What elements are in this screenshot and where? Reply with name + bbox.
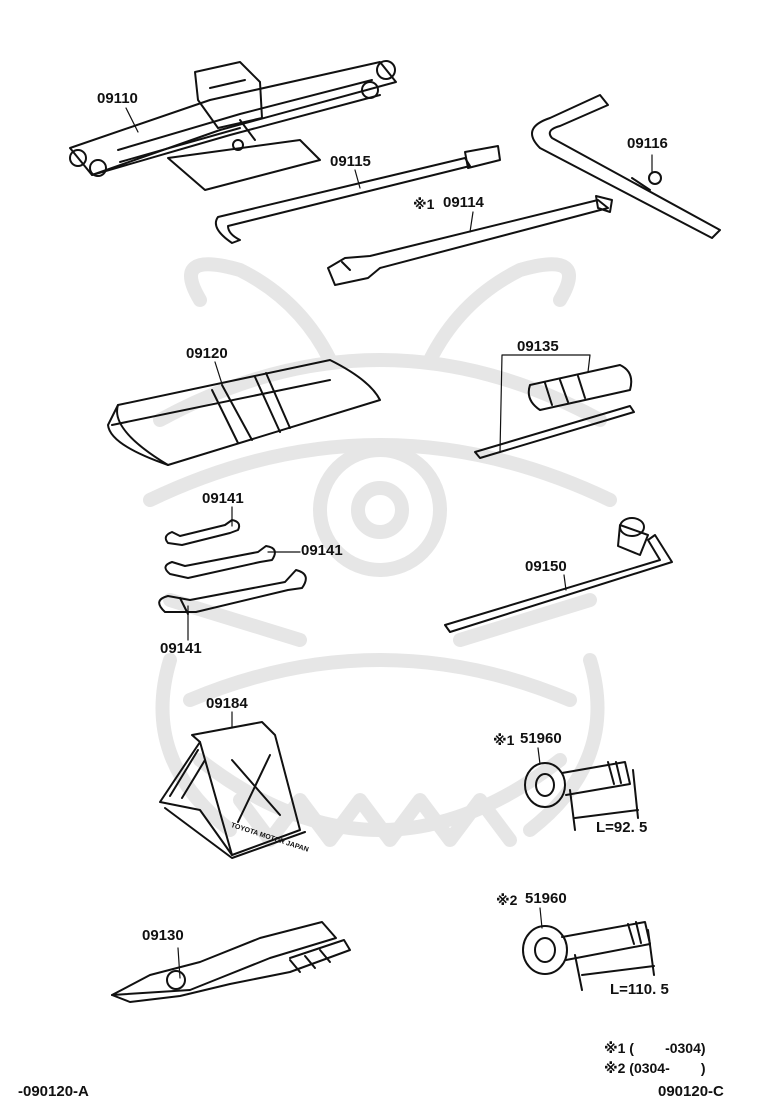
- part-number-wrench-b: 09141: [301, 542, 343, 559]
- part-number-screwdriver: 09135: [517, 338, 559, 355]
- part-number-wrench-a: 09141: [202, 490, 244, 507]
- note-marker-1: ※1: [413, 196, 435, 212]
- tow-hook-2-length: L=110. 5: [610, 981, 669, 998]
- figure-code-left: -090120-A: [18, 1083, 89, 1100]
- scissor-jack: [69, 60, 397, 191]
- pliers: [111, 921, 351, 1003]
- part-number-pliers: 09130: [142, 927, 184, 944]
- tow-hook-1: [524, 761, 639, 831]
- figure-code-right: 090120-C: [658, 1083, 724, 1100]
- part-number-tool-bag: 09120: [186, 345, 228, 362]
- part-number-wheel-chock: 09184: [206, 695, 248, 712]
- part-number-jack: 09110: [97, 90, 138, 107]
- part-number-tow-hook-2: 51960: [525, 890, 567, 907]
- footnote-2: ※2 (0304- ): [604, 1060, 706, 1076]
- part-number-wheel-nut-wrench: 09150: [525, 558, 567, 575]
- note-marker-tow-hook-2: ※2: [496, 892, 518, 908]
- open-end-wrenches: [158, 519, 307, 615]
- screwdriver: [474, 364, 635, 459]
- tool-bag: [107, 359, 381, 466]
- part-number-jack-handle: 09115: [330, 153, 371, 170]
- part-number-jack-handle-extension: 09114: [443, 194, 484, 211]
- note-marker-tow-hook-1: ※1: [493, 732, 515, 748]
- jack-handle: [214, 145, 501, 244]
- part-number-wheel-wrench-bar: 09116: [627, 135, 668, 152]
- wheel-nut-wrench: [444, 517, 673, 633]
- part-number-wrench-c: 09141: [160, 640, 202, 657]
- tow-hook-2: [522, 921, 655, 991]
- tow-hook-1-length: L=92. 5: [596, 819, 648, 836]
- wheel-wrench-bar: [531, 94, 721, 239]
- leader-lines: [125, 107, 653, 979]
- wheel-chock: [159, 721, 306, 859]
- footnote-1: ※1 ( -0304): [604, 1040, 706, 1056]
- part-number-tow-hook-1: 51960: [520, 730, 562, 747]
- jack-handle-extension: [327, 195, 613, 286]
